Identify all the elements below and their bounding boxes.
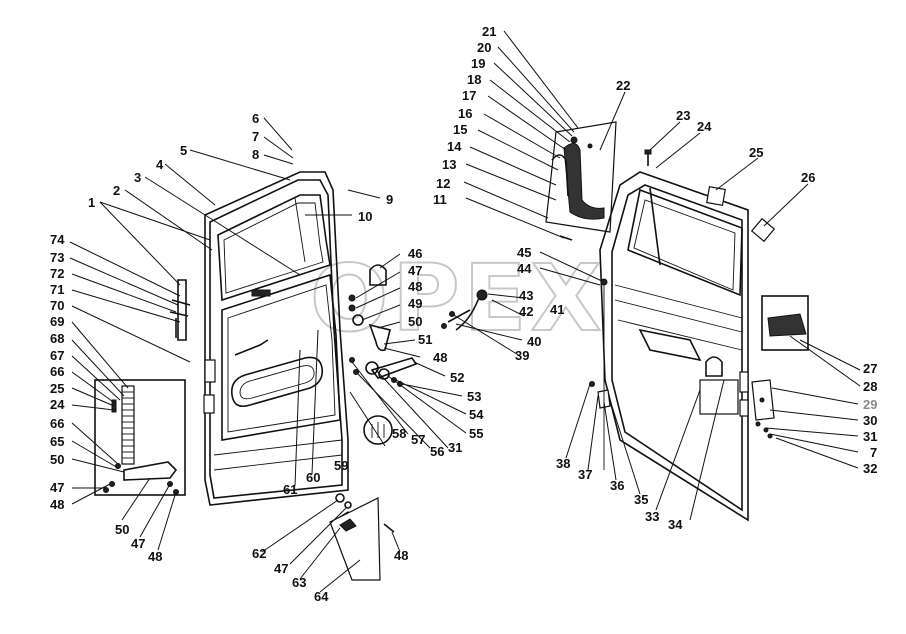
label-28: 28	[863, 379, 877, 394]
label-39: 39	[515, 348, 529, 363]
callout-labels: 1 2 3 4 5 6 7 8 9 10 11 12 13 14 15 16 1…	[50, 24, 877, 604]
label-47-bottom: 47	[274, 561, 288, 576]
label-48-left: 48	[50, 497, 64, 512]
label-48: 48	[408, 279, 422, 294]
label-50: 50	[408, 314, 422, 329]
label-43: 43	[519, 288, 533, 303]
label-8: 8	[252, 147, 259, 162]
label-44: 44	[517, 261, 532, 276]
label-66-lower: 66	[50, 416, 64, 431]
label-13: 13	[442, 157, 456, 172]
label-11: 11	[433, 192, 447, 207]
label-47: 47	[408, 263, 422, 278]
label-61: 61	[283, 482, 297, 497]
label-37: 37	[578, 467, 592, 482]
label-7-right: 7	[870, 445, 877, 460]
label-42: 42	[519, 304, 533, 319]
label-48-mid: 48	[433, 350, 447, 365]
label-10: 10	[358, 209, 372, 224]
label-25: 25	[749, 145, 763, 160]
label-17: 17	[462, 88, 476, 103]
label-54: 54	[469, 407, 484, 422]
label-57: 57	[411, 432, 425, 447]
label-40: 40	[527, 334, 541, 349]
label-58: 58	[392, 426, 406, 441]
label-55: 55	[469, 426, 483, 441]
label-46: 46	[408, 246, 422, 261]
label-72: 72	[50, 266, 64, 281]
label-67: 67	[50, 348, 64, 363]
label-68: 68	[50, 331, 64, 346]
upper-handle-parts	[545, 121, 617, 241]
label-32: 32	[863, 461, 877, 476]
label-69: 69	[50, 314, 64, 329]
label-53: 53	[467, 389, 481, 404]
label-21: 21	[482, 24, 496, 39]
leader-lines	[69, 30, 861, 593]
label-56: 56	[430, 444, 444, 459]
label-70: 70	[50, 298, 64, 313]
label-71: 71	[50, 282, 64, 297]
label-50-left: 50	[50, 452, 64, 467]
label-50-inset: 50	[115, 522, 129, 537]
label-36: 36	[610, 478, 624, 493]
label-24: 24	[697, 119, 712, 134]
label-31: 31	[863, 429, 877, 444]
label-6: 6	[252, 111, 259, 126]
label-9: 9	[386, 192, 393, 207]
label-16: 16	[458, 106, 472, 121]
label-47-inset: 47	[131, 536, 145, 551]
label-22: 22	[616, 78, 630, 93]
label-4: 4	[156, 157, 164, 172]
label-47-left: 47	[50, 480, 64, 495]
label-19: 19	[471, 56, 485, 71]
label-31-mid: 31	[448, 440, 462, 455]
mudflap	[329, 493, 395, 581]
label-35: 35	[634, 492, 648, 507]
label-29: 29	[863, 397, 877, 412]
label-24-left: 24	[50, 397, 65, 412]
label-27: 27	[863, 361, 877, 376]
label-41: 41	[550, 302, 564, 317]
label-62: 62	[252, 546, 266, 561]
label-7: 7	[252, 129, 259, 144]
label-20: 20	[477, 40, 491, 55]
label-49: 49	[408, 296, 422, 311]
label-51: 51	[418, 332, 432, 347]
label-14: 14	[447, 139, 462, 154]
label-60: 60	[306, 470, 320, 485]
label-59: 59	[334, 458, 348, 473]
left-bracket	[169, 279, 191, 341]
label-63: 63	[292, 575, 306, 590]
label-64: 64	[314, 589, 329, 604]
left-door	[203, 171, 349, 506]
label-26: 26	[801, 170, 815, 185]
label-25-left: 25	[50, 381, 64, 396]
label-1: 1	[88, 195, 95, 210]
label-3: 3	[134, 170, 141, 185]
label-2: 2	[113, 183, 120, 198]
label-74: 74	[50, 232, 65, 247]
label-15: 15	[453, 122, 467, 137]
label-48-bottom: 48	[394, 548, 408, 563]
label-23: 23	[676, 108, 690, 123]
label-12: 12	[436, 176, 450, 191]
label-45: 45	[517, 245, 531, 260]
seal-inset	[94, 379, 186, 496]
right-door	[599, 171, 749, 522]
label-52: 52	[450, 370, 464, 385]
label-30: 30	[863, 413, 877, 428]
label-33: 33	[645, 509, 659, 524]
label-18: 18	[467, 72, 481, 87]
watermark-text: OPEX	[310, 245, 605, 352]
label-5: 5	[180, 143, 187, 158]
label-38: 38	[556, 456, 570, 471]
label-66: 66	[50, 364, 64, 379]
label-34: 34	[668, 517, 683, 532]
label-48-inset: 48	[148, 549, 162, 564]
label-73: 73	[50, 250, 64, 265]
label-65: 65	[50, 434, 64, 449]
